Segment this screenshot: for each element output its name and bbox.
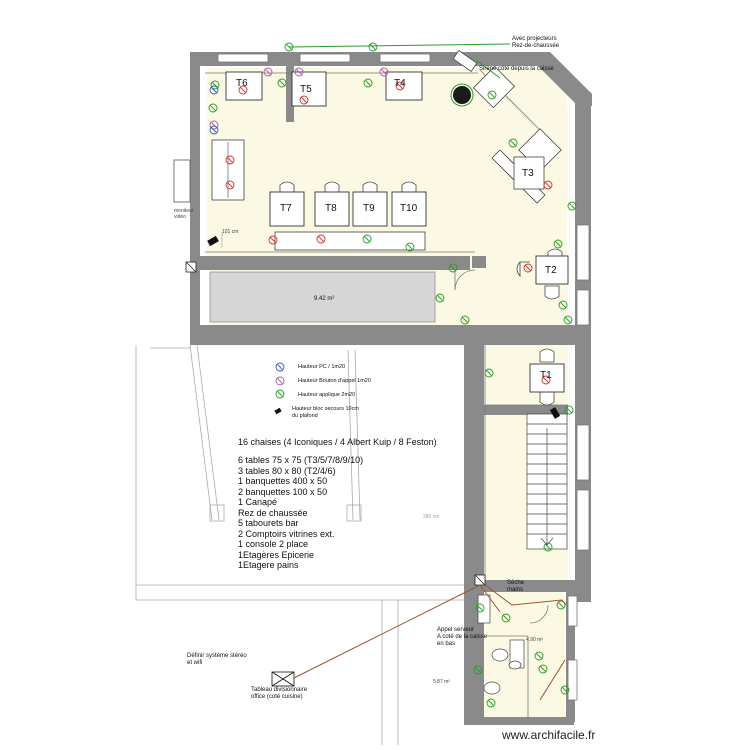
note-projectors: Avec projecteurs Rez-de-chaussée	[512, 36, 560, 49]
staircase	[526, 413, 568, 550]
note-hand-dryer: Sèche mains	[507, 580, 525, 593]
table-label-t6: T6	[236, 78, 248, 89]
table-t9	[352, 191, 388, 227]
table-t2	[535, 255, 569, 285]
table-label-t9: T9	[363, 203, 375, 214]
table-label-t8: T8	[325, 203, 337, 214]
walls	[190, 52, 592, 725]
wiring	[288, 43, 567, 701]
restroom-fixtures	[477, 594, 525, 695]
legend-pc-height: Hauteur PC / 1m20	[298, 364, 346, 370]
legend-wall-light-height: Hauteur applique 2m20	[298, 392, 356, 398]
table-label-t2: T2	[545, 265, 557, 276]
table-label-t5: T5	[300, 84, 312, 95]
storage-room	[209, 271, 436, 323]
area-office: 5.87 m²	[433, 679, 450, 685]
monitor-box	[173, 159, 191, 203]
table-label-t10: T10	[400, 203, 418, 214]
bar-counter	[274, 231, 426, 251]
windows	[217, 53, 590, 701]
furniture-summary: 16 chaises (4 Iconiques / 4 Albert Kuip …	[238, 437, 437, 447]
switch-box-icon	[185, 261, 486, 586]
projector-icon	[450, 83, 474, 107]
legend-call-button-height: Hauteur Bouton d'appel 1m20	[298, 378, 371, 384]
legend-emergency-light: Hauteur bloc secours 10cm du plafond	[292, 406, 359, 419]
note-call-button: Appel serveur A coté de la caisse en bas	[437, 627, 488, 647]
outlet-purple	[209, 67, 389, 386]
table-label-t4: T4	[394, 78, 406, 89]
table-t7	[269, 191, 305, 227]
table-t10	[391, 191, 427, 227]
outlet-blue	[209, 85, 285, 372]
emergency-light-icon	[207, 235, 561, 419]
tables	[225, 71, 569, 393]
angled-furniture	[452, 50, 562, 204]
table-t8	[314, 191, 350, 227]
dimension-label: 101 cm	[222, 229, 239, 235]
outlet-green	[208, 42, 577, 708]
electrical-panel-icon	[271, 671, 295, 687]
furniture-list: 6 tables 75 x 75 (T3/5/7/8/9/10) 3 table…	[238, 455, 364, 570]
table-label-t1: T1	[540, 370, 552, 381]
note-siren: Sirène côté depuis la caisse	[479, 66, 554, 72]
table-t5	[291, 71, 327, 107]
table-t1	[529, 363, 565, 393]
dimension-vertical: 280 cm	[423, 514, 440, 520]
note-monitor: moniteur vidéo	[174, 208, 194, 220]
note-stereo: Définir système stéréo et wifi	[187, 653, 247, 666]
table-label-t3: T3	[522, 168, 534, 179]
area-storage: 9.42 m²	[314, 296, 335, 302]
area-restroom: 4.90 m²	[526, 637, 543, 643]
table-label-t7: T7	[280, 203, 292, 214]
outlet-red	[225, 81, 553, 385]
note-panel: Tableau divisionnaire office (coté cuisi…	[251, 687, 308, 700]
exterior-lines	[135, 344, 464, 745]
watermark-brand: www.archifacile.fr	[502, 728, 596, 742]
